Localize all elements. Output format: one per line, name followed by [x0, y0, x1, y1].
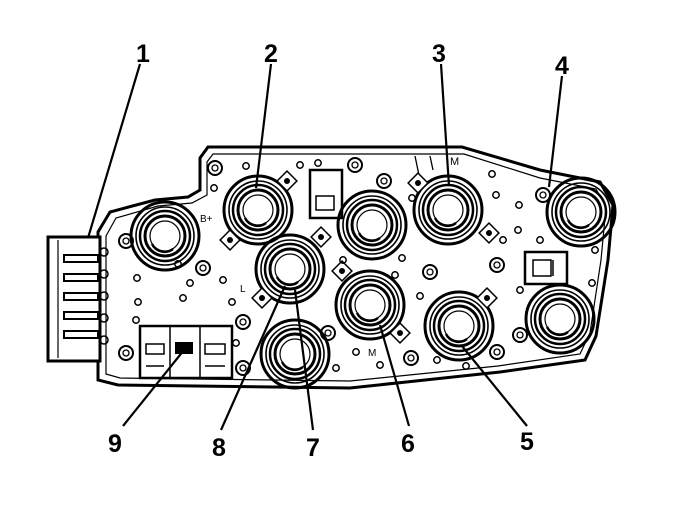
valve-center-top — [336, 189, 408, 261]
callout-6: 6 — [401, 430, 415, 458]
callout-5: 5 — [520, 428, 534, 456]
callout-7: 7 — [306, 434, 320, 462]
callout-3: 3 — [432, 40, 446, 68]
callout-4: 4 — [555, 52, 569, 80]
board-marks: M B+ L M — [200, 156, 459, 359]
leader-3 — [439, 63, 451, 187]
leader-9 — [122, 349, 185, 427]
small-component-top — [308, 168, 344, 220]
valve-4 — [545, 176, 617, 248]
leader-4 — [547, 75, 564, 188]
callout-1: 1 — [136, 40, 150, 68]
mark-l: L — [240, 284, 246, 295]
electrical-connector — [46, 235, 109, 363]
valve-right-lower — [524, 283, 596, 355]
callout-9: 9 — [108, 430, 122, 458]
leader-5 — [461, 345, 528, 427]
mark-m-top: M — [450, 156, 459, 168]
leader-2 — [254, 63, 273, 189]
mark-m-mid: M — [368, 348, 376, 359]
leader-6 — [378, 324, 411, 427]
sensor-block — [138, 324, 234, 380]
valve-left — [129, 200, 201, 272]
leader-8 — [219, 285, 287, 431]
callout-2: 2 — [264, 40, 278, 68]
small-component-right — [523, 250, 569, 286]
valve-7 — [259, 318, 331, 390]
leader-1 — [86, 63, 142, 239]
callout-8: 8 — [212, 434, 226, 462]
mark-b: B+ — [200, 214, 213, 225]
leader-7 — [293, 289, 315, 431]
callouts: 1 2 3 4 5 6 7 8 9 — [108, 40, 569, 462]
leader-lines — [86, 63, 564, 431]
